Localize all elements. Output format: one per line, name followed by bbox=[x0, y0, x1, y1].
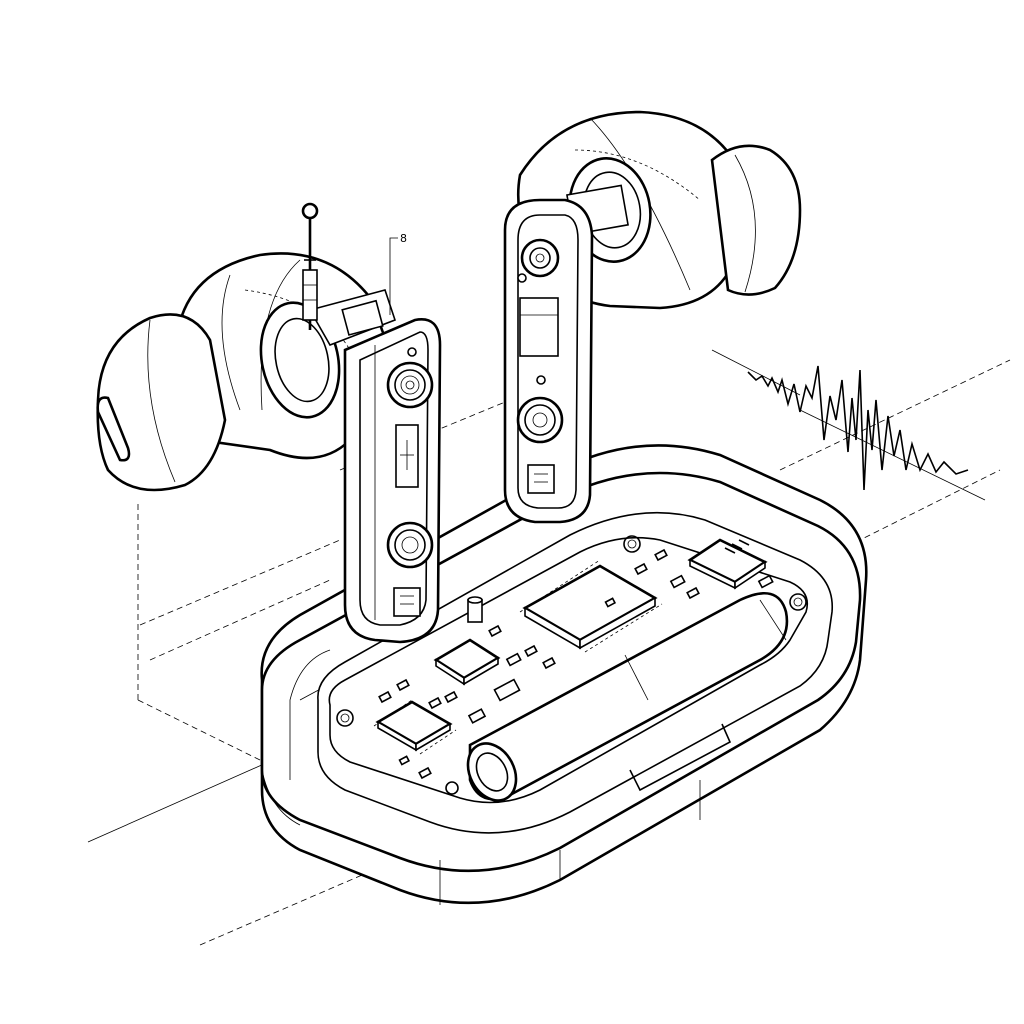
left-antenna bbox=[301, 202, 319, 330]
right-earbud bbox=[503, 110, 802, 524]
battery-end-cap bbox=[466, 742, 518, 802]
pcb-mount-hole-2 bbox=[623, 535, 641, 553]
pcb-mount-hole-3 bbox=[789, 593, 807, 611]
pcb-board bbox=[328, 535, 809, 804]
right-stem-chip bbox=[519, 297, 559, 357]
battery-cell bbox=[466, 592, 789, 802]
pcb-mount-hole-4 bbox=[445, 781, 459, 795]
pcb-outline bbox=[328, 536, 809, 804]
right-speaker-upper bbox=[520, 238, 560, 278]
audio-waveform bbox=[747, 365, 969, 491]
right-ear-tip bbox=[710, 144, 802, 296]
case-latch bbox=[629, 723, 732, 792]
left-ear-tip-grille bbox=[96, 396, 131, 462]
antenna-callout: 8 bbox=[389, 232, 407, 315]
capacitor bbox=[467, 596, 483, 623]
power-management-chip bbox=[373, 699, 457, 755]
main-processor-chip bbox=[519, 559, 663, 653]
right-earbud-stem bbox=[503, 198, 594, 524]
secondary-chip bbox=[433, 638, 501, 686]
svg-text:8: 8 bbox=[400, 232, 407, 245]
pcb-mount-hole-1 bbox=[336, 709, 354, 727]
bluetooth-module-chip bbox=[687, 538, 768, 590]
smd-components bbox=[378, 548, 774, 780]
left-ear-tip bbox=[96, 313, 227, 492]
left-earbud: 8 bbox=[96, 202, 442, 644]
